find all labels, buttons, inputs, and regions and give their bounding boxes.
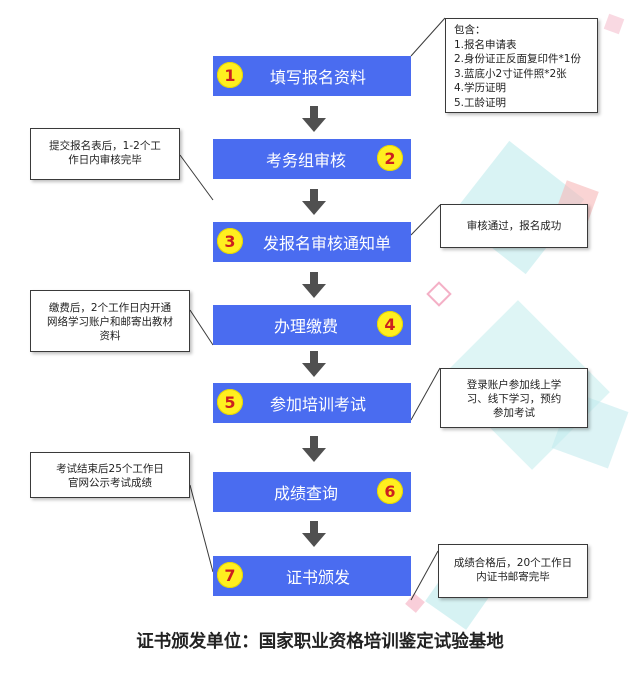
note-payment-line: 资料 — [99, 330, 121, 342]
step-review: 考务组审核 2 — [213, 139, 411, 179]
step-label: 发报名审核通知单 — [262, 234, 391, 253]
step-label: 参加培训考试 — [269, 395, 366, 414]
step-training-exam: 5 参加培训考试 — [213, 383, 411, 423]
step-label: 成绩查询 — [273, 484, 338, 503]
note-approved: 审核通过，报名成功 — [440, 204, 588, 248]
down-arrow-icon — [302, 351, 326, 377]
connector-materials — [410, 17, 446, 57]
connector-results — [189, 484, 214, 573]
step-number-badge: 2 — [377, 145, 403, 171]
step-number-badge: 3 — [217, 228, 243, 254]
note-results-line: 官网公示考试成绩 — [68, 477, 152, 489]
step-label: 证书颁发 — [285, 568, 350, 587]
step-label: 填写报名资料 — [269, 68, 366, 87]
step-number-badge: 1 — [217, 62, 243, 88]
note-results: 考试结束后25个工作日 官网公示考试成绩 — [30, 452, 190, 498]
note-payment: 缴费后，2个工作日内开通 网络学习账户和邮寄出教材 资料 — [30, 290, 190, 352]
note-review-line: 作日内审核完毕 — [68, 154, 142, 166]
note-materials-title: 包含： — [454, 24, 486, 36]
note-review: 提交报名表后，1-2个工 作日内审核完毕 — [30, 128, 180, 180]
note-payment-line: 缴费后，2个工作日内开通 — [48, 302, 172, 314]
note-materials-item: 5.工龄证明 — [454, 96, 507, 109]
note-study-line: 参加考试 — [493, 407, 535, 419]
note-materials: 包含： 1.报名申请表 2.身份证正反面复印件*1份 3.蓝底小2寸证件照*2张… — [445, 18, 598, 113]
down-arrow-icon — [302, 272, 326, 298]
step-score-query: 成绩查询 6 — [213, 472, 411, 512]
down-arrow-icon — [302, 106, 326, 132]
note-certificate-line: 内证书邮寄完毕 — [476, 571, 550, 583]
step-number-badge: 6 — [377, 478, 403, 504]
step-certificate: 7 证书颁发 — [213, 556, 411, 596]
note-materials-item: 2.身份证正反面复印件*1份 — [454, 53, 581, 65]
note-payment-line: 网络学习账户和邮寄出教材 — [47, 316, 173, 328]
note-materials-item: 4.学历证明 — [454, 82, 507, 94]
connector-certificate — [410, 550, 439, 601]
note-materials-item: 1.报名申请表 — [454, 38, 517, 51]
note-study-line: 登录账户参加线上学 — [466, 379, 562, 391]
note-certificate: 成绩合格后，20个工作日 内证书邮寄完毕 — [438, 544, 588, 598]
step-label: 办理缴费 — [273, 317, 338, 336]
step-payment: 办理缴费 4 — [213, 305, 411, 345]
step-fill-info: 1 填写报名资料 — [213, 56, 411, 96]
connector-payment — [189, 309, 214, 346]
down-arrow-icon — [302, 189, 326, 215]
step-number-badge: 5 — [217, 389, 243, 415]
step-label: 考务组审核 — [265, 151, 346, 170]
note-approved-line: 审核通过，报名成功 — [466, 220, 562, 232]
issuing-authority-footer: 证书颁发单位：国家职业资格培训鉴定试验基地 — [136, 632, 504, 652]
note-review-line: 提交报名表后，1-2个工 — [49, 140, 161, 152]
connector-review — [179, 154, 214, 201]
connector-approved — [410, 204, 441, 236]
down-arrow-icon — [302, 436, 326, 462]
note-results-line: 考试结束后25个工作日 — [56, 463, 164, 475]
step-number-badge: 4 — [377, 311, 403, 337]
down-arrow-icon — [302, 521, 326, 547]
note-study-line: 习、线下学习，预约 — [466, 393, 562, 405]
note-certificate-line: 成绩合格后，20个工作日 — [453, 557, 573, 569]
step-number-badge: 7 — [217, 562, 243, 588]
connector-study — [410, 367, 441, 421]
note-materials-item: 3.蓝底小2寸证件照*2张 — [454, 67, 567, 80]
note-study: 登录账户参加线上学 习、线下学习，预约 参加考试 — [440, 368, 588, 428]
step-notice: 3 发报名审核通知单 — [213, 222, 411, 262]
